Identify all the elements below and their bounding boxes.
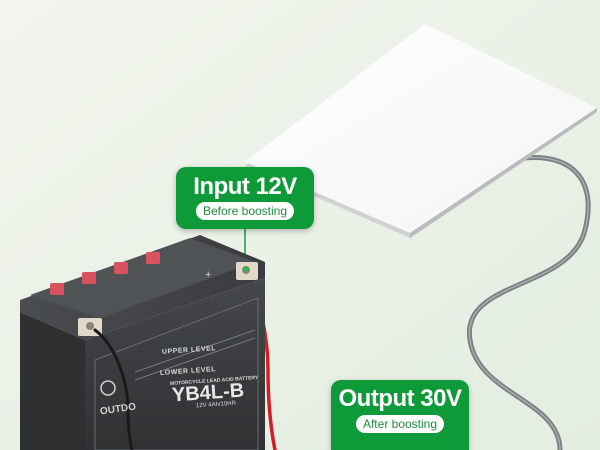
output-voltage-subtitle: After boosting <box>355 415 445 433</box>
black-cable <box>93 328 134 450</box>
input-voltage-subtitle: Before boosting <box>195 202 295 220</box>
output-voltage-title: Output 30V <box>338 385 462 412</box>
battery: + <box>20 235 265 450</box>
input-voltage-callout: Input 12V Before boosting <box>176 167 314 229</box>
input-voltage-title: Input 12V <box>193 173 297 200</box>
output-voltage-callout: Output 30V After boosting <box>331 380 469 450</box>
white-panel <box>245 24 597 238</box>
brand-emblem <box>100 380 116 396</box>
positive-symbol: + <box>205 269 211 281</box>
positive-terminal <box>236 262 258 280</box>
